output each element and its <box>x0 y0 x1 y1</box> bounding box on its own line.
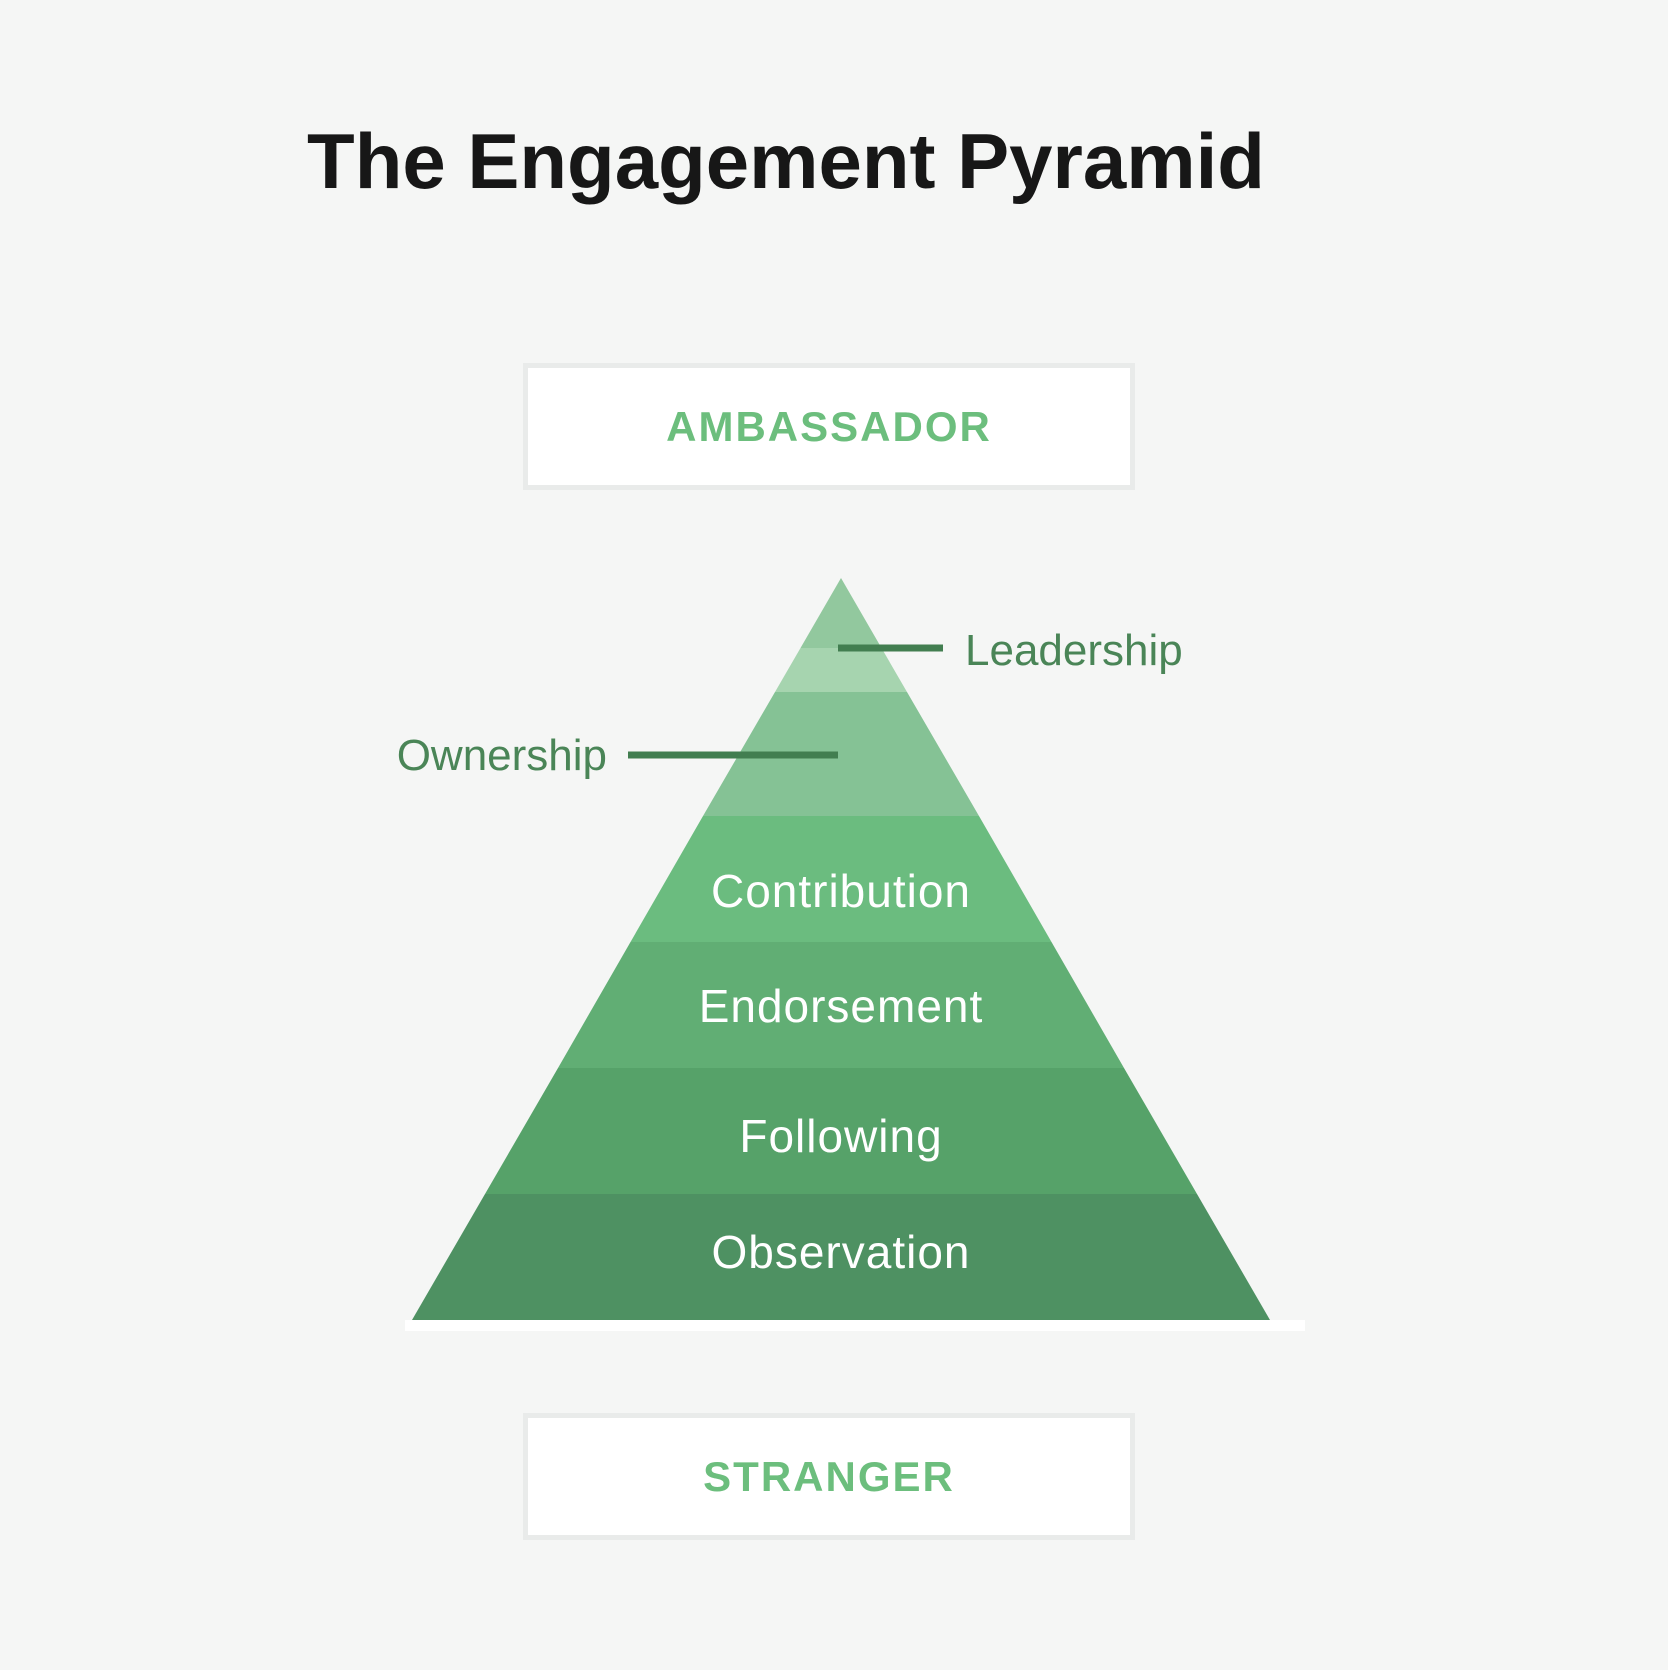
callout-label-ownership: Ownership <box>397 731 607 780</box>
pyramid-level-contribution <box>630 816 1052 942</box>
ownership-pointer-line <box>628 751 838 759</box>
pyramid-level-following <box>485 1068 1197 1194</box>
stranger-label: STRANGER <box>703 1452 955 1500</box>
page-title: The Engagement Pyramid <box>307 117 1265 205</box>
pyramid-diagram: Contribution Endorsement Following Obser… <box>397 578 1305 1331</box>
level-label-contribution: Contribution <box>711 865 971 917</box>
ambassador-box: AMBASSADOR <box>523 363 1135 490</box>
level-label-endorsement: Endorsement <box>699 980 984 1032</box>
leadership-pointer-line <box>838 644 943 652</box>
pyramid-level-transition <box>775 648 907 692</box>
pyramid-level-endorsement <box>558 942 1124 1068</box>
pyramid-level-leadership <box>800 578 882 648</box>
callout-label-leadership: Leadership <box>965 626 1183 675</box>
level-label-observation: Observation <box>711 1226 970 1278</box>
stranger-box: STRANGER <box>523 1413 1135 1540</box>
pyramid-base-strip <box>405 1320 1305 1331</box>
ambassador-label: AMBASSADOR <box>666 402 992 450</box>
pyramid-level-ownership <box>703 692 979 816</box>
level-label-following: Following <box>739 1110 942 1162</box>
pyramid-level-observation <box>412 1194 1270 1320</box>
